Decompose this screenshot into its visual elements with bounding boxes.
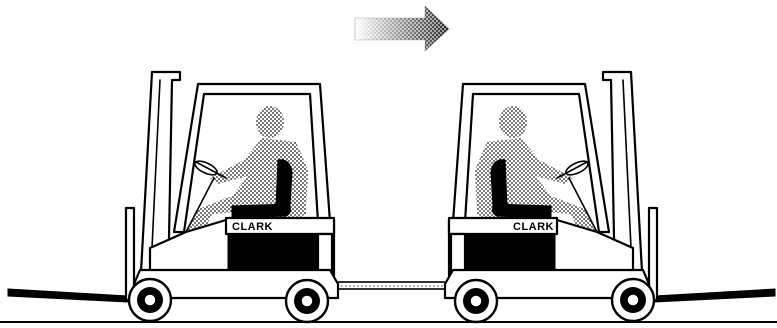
arrow-right-icon [355,6,449,51]
right-forklift-brand: CLARK [513,221,554,233]
right-forklift: CLARK [445,72,775,322]
left-forklift: CLARK [8,72,338,322]
left-forklift-brand: CLARK [232,221,273,233]
tow-bar [326,282,460,289]
